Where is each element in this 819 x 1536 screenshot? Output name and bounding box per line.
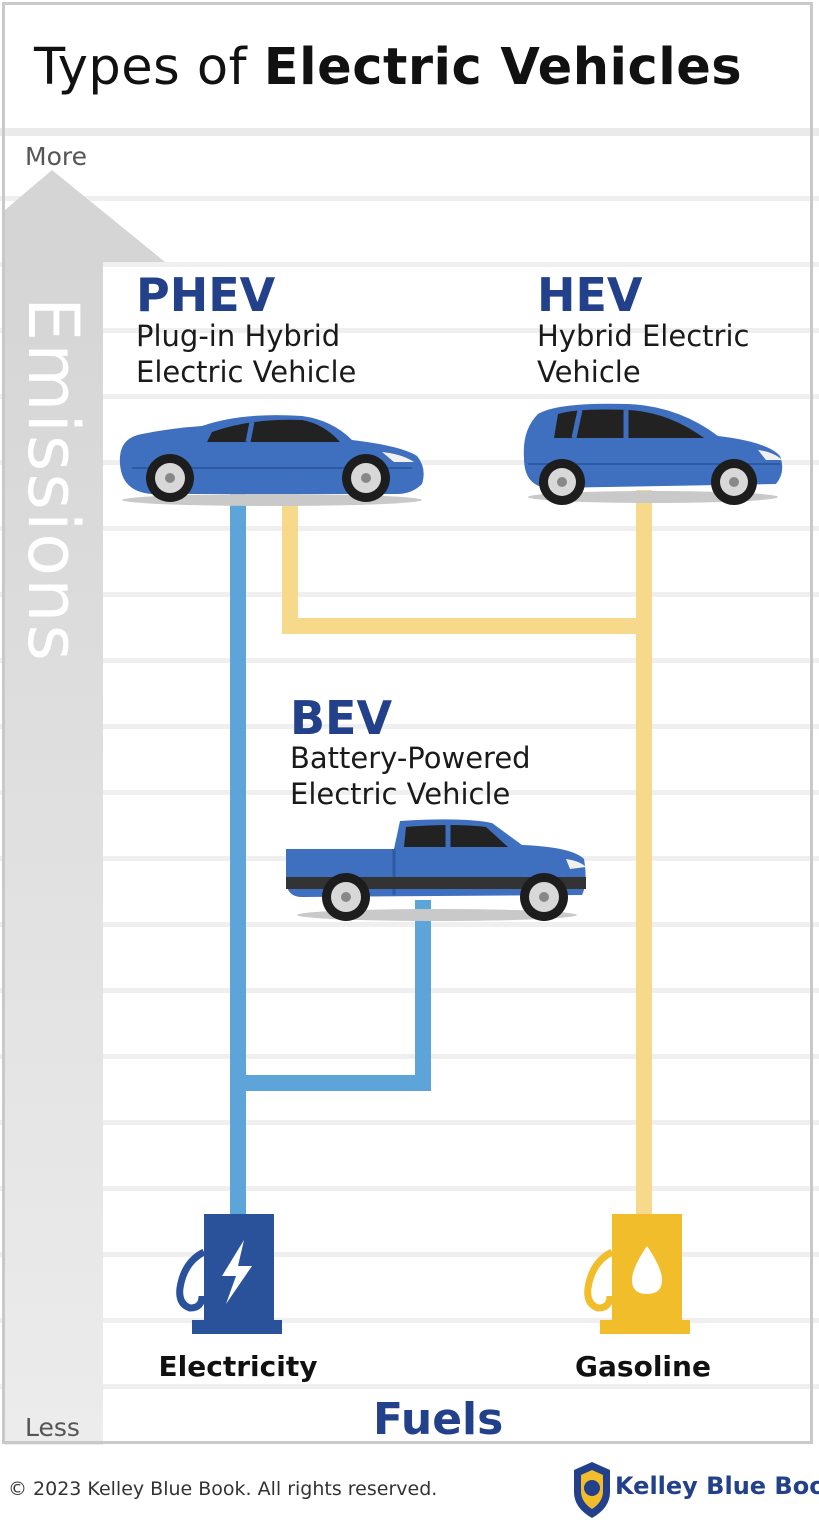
connection-gasoline-phev — [282, 490, 644, 634]
gasoline-label: Gasoline — [575, 1350, 711, 1383]
background-stripes — [0, 128, 819, 1389]
kbb-logo-icon — [574, 1462, 610, 1518]
axis-less-label: Less — [25, 1413, 80, 1442]
fuel-connection-lines — [230, 490, 652, 1220]
phev-abbr: PHEV — [136, 268, 276, 322]
bev-abbr: BEV — [290, 691, 393, 745]
page-title: Types of Electric Vehicles — [34, 38, 743, 97]
axis-more-label: More — [25, 142, 87, 171]
hev-abbr: HEV — [537, 268, 643, 322]
hev-name: Hybrid Electric Vehicle — [537, 319, 750, 389]
connection-electricity-bev — [238, 900, 431, 1091]
emissions-axis-arrow — [5, 170, 165, 1445]
electricity-label: Electricity — [158, 1350, 318, 1383]
hev-car-image — [523, 403, 783, 505]
fuel-drop-icon — [632, 1246, 662, 1294]
copyright-text: © 2023 Kelley Blue Book. All rights rese… — [8, 1478, 438, 1500]
bev-name: Battery-Powered Electric Vehicle — [290, 741, 531, 811]
bev-car-image — [286, 819, 586, 921]
electricity-pump-icon — [176, 1214, 282, 1334]
gasoline-pump-icon — [584, 1214, 690, 1334]
fuels-axis-label: Fuels — [373, 1394, 504, 1445]
infographic-frame — [2, 2, 813, 1444]
lightning-bolt-icon — [222, 1240, 252, 1304]
kbb-brand-text: Kelley Blue Book — [615, 1472, 819, 1500]
phev-car-image — [119, 415, 424, 506]
phev-name: Plug-in Hybrid Electric Vehicle — [136, 319, 357, 389]
